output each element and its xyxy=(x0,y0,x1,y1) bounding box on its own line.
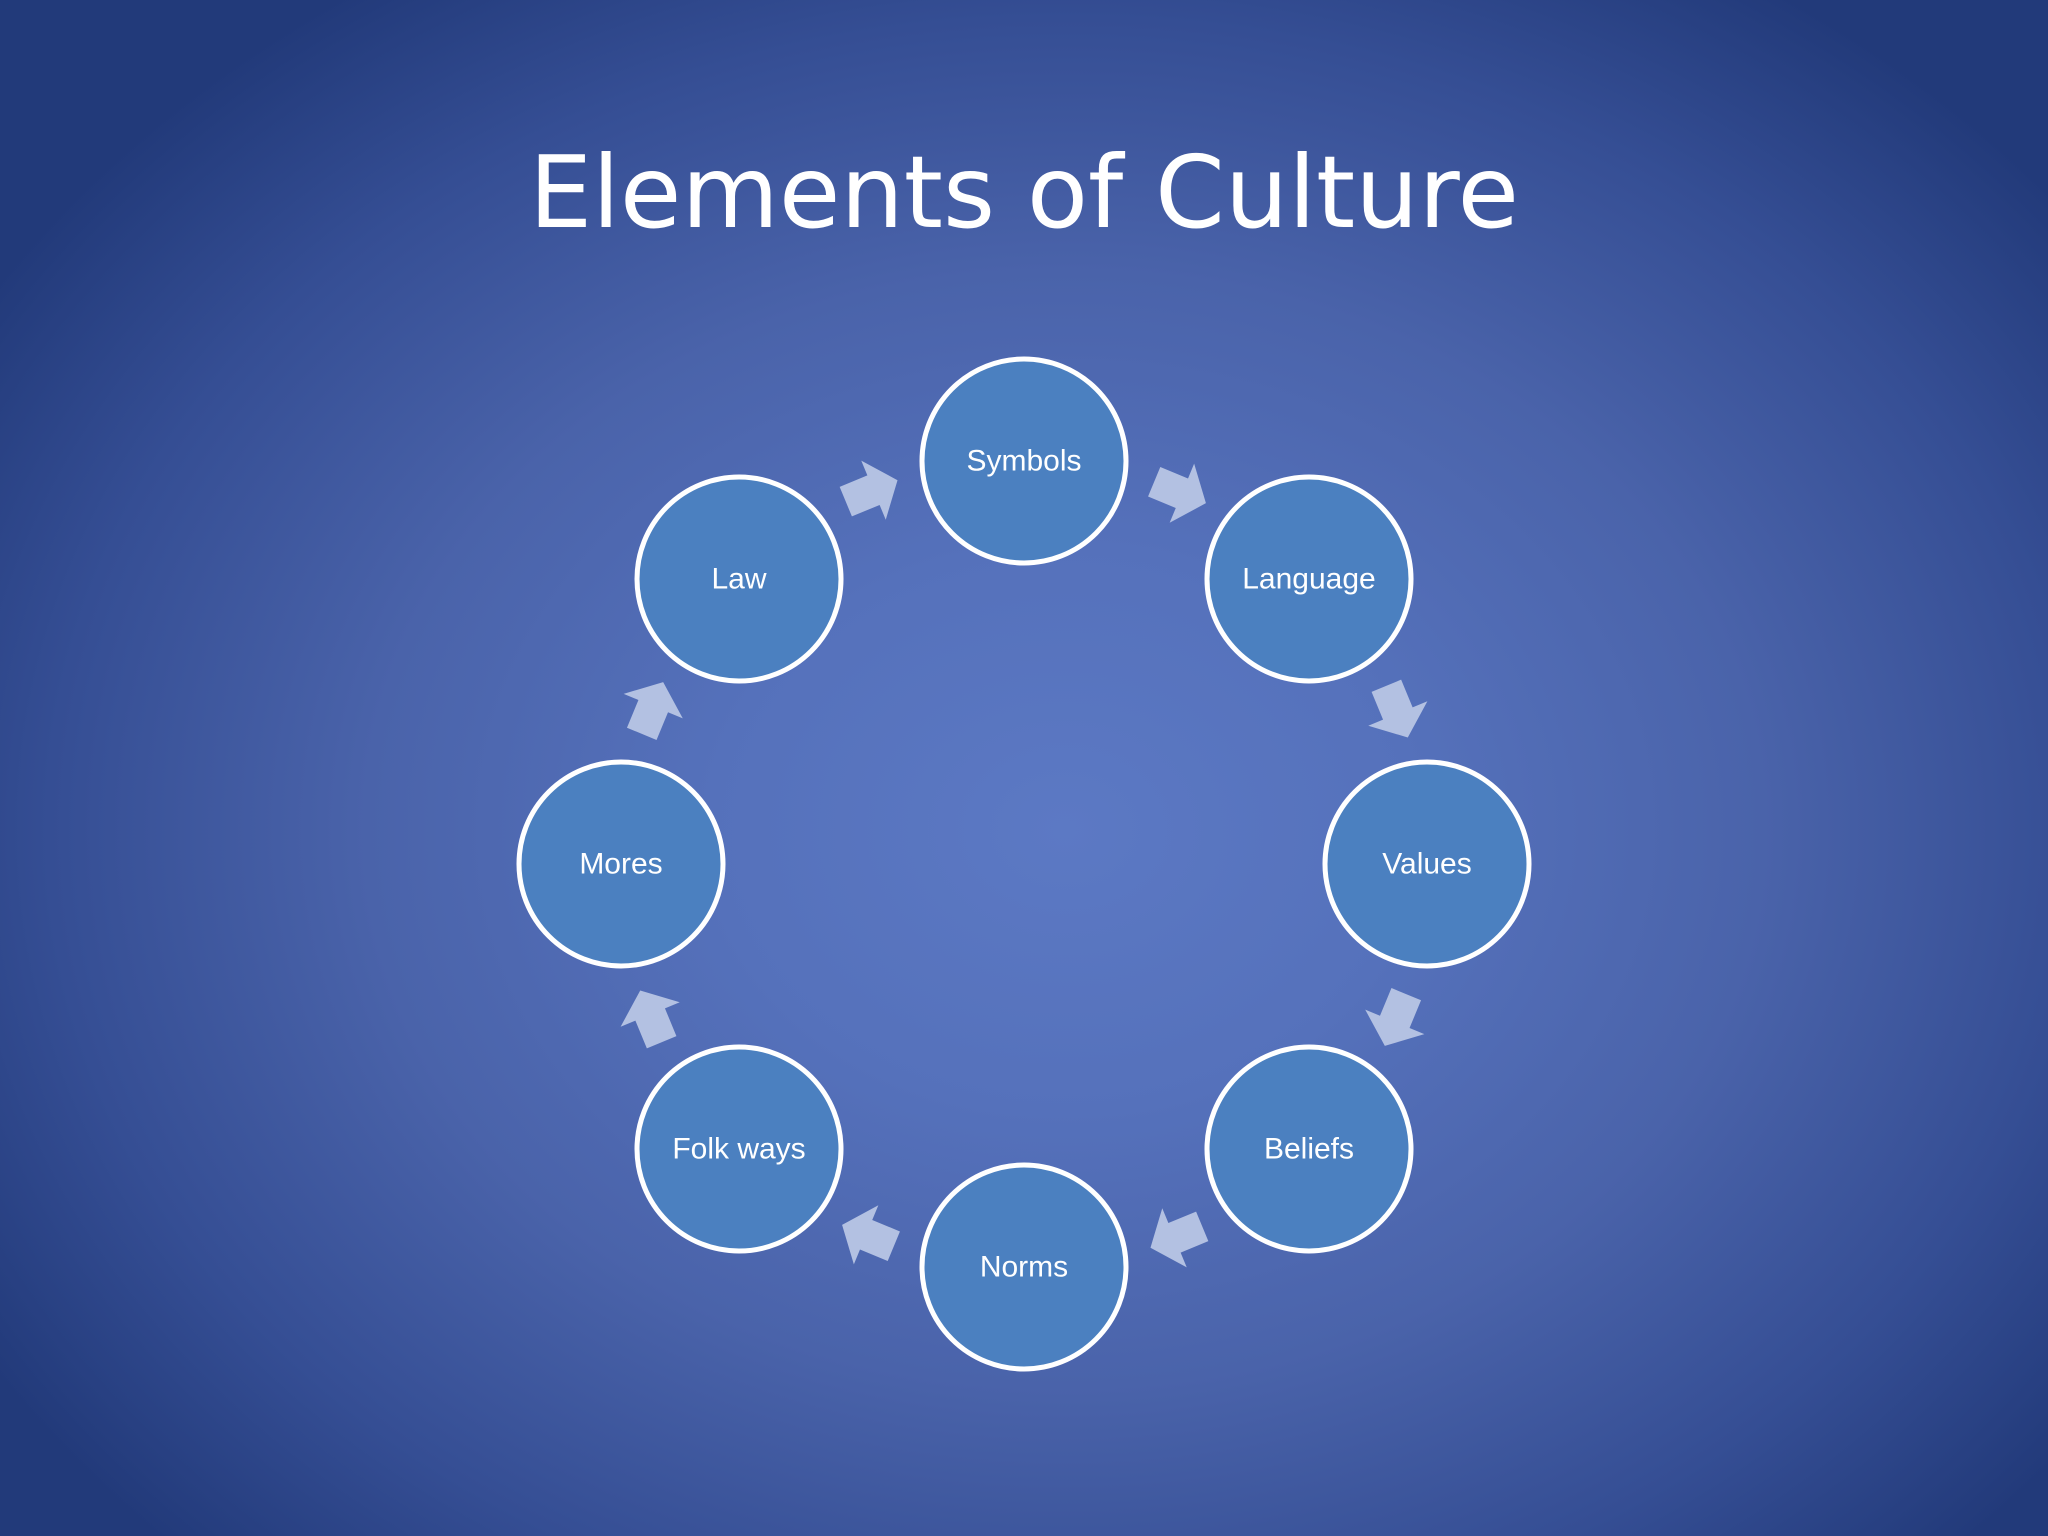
cycle-arrow xyxy=(620,990,680,1049)
node-label-beliefs: Beliefs xyxy=(1264,1133,1354,1166)
node-label-law: Law xyxy=(711,563,766,596)
node-circle-symbols xyxy=(919,356,1129,566)
cycle-node: Law xyxy=(634,474,844,684)
node-circle-mores xyxy=(516,759,726,969)
cycle-node: Beliefs xyxy=(1204,1044,1414,1254)
cycle-node: Symbols xyxy=(919,356,1129,566)
node-circle-norms xyxy=(919,1162,1129,1372)
node-circle-folk-ways xyxy=(634,1044,844,1254)
cycle-node: Values xyxy=(1322,759,1532,969)
cycle-arrow xyxy=(1365,988,1425,1046)
cycle-node: Language xyxy=(1204,474,1414,684)
node-label-mores: Mores xyxy=(579,848,662,881)
node-label-norms: Norms xyxy=(980,1251,1068,1284)
node-label-values: Values xyxy=(1382,848,1472,881)
node-label-language: Language xyxy=(1242,563,1375,596)
cycle-arrow xyxy=(623,682,683,740)
cycle-node: Folk ways xyxy=(634,1044,844,1254)
cycle-arrow xyxy=(1150,1208,1209,1268)
cycle-arrow xyxy=(842,1205,900,1265)
cycle-arrow xyxy=(1148,463,1206,523)
node-label-symbols: Symbols xyxy=(966,445,1081,478)
node-circle-values xyxy=(1322,759,1532,969)
node-circle-beliefs xyxy=(1204,1044,1414,1254)
cycle-arrow xyxy=(839,460,898,520)
slide-title: Elements of Culture xyxy=(528,134,1520,251)
cycle-arrow xyxy=(1368,679,1428,738)
cycle-node: Norms xyxy=(919,1162,1129,1372)
node-circle-language xyxy=(1204,474,1414,684)
cycle-node: Mores xyxy=(516,759,726,969)
cycle-arrows xyxy=(620,460,1428,1268)
node-circle-law xyxy=(634,474,844,684)
node-label-folk-ways: Folk ways xyxy=(672,1133,805,1166)
